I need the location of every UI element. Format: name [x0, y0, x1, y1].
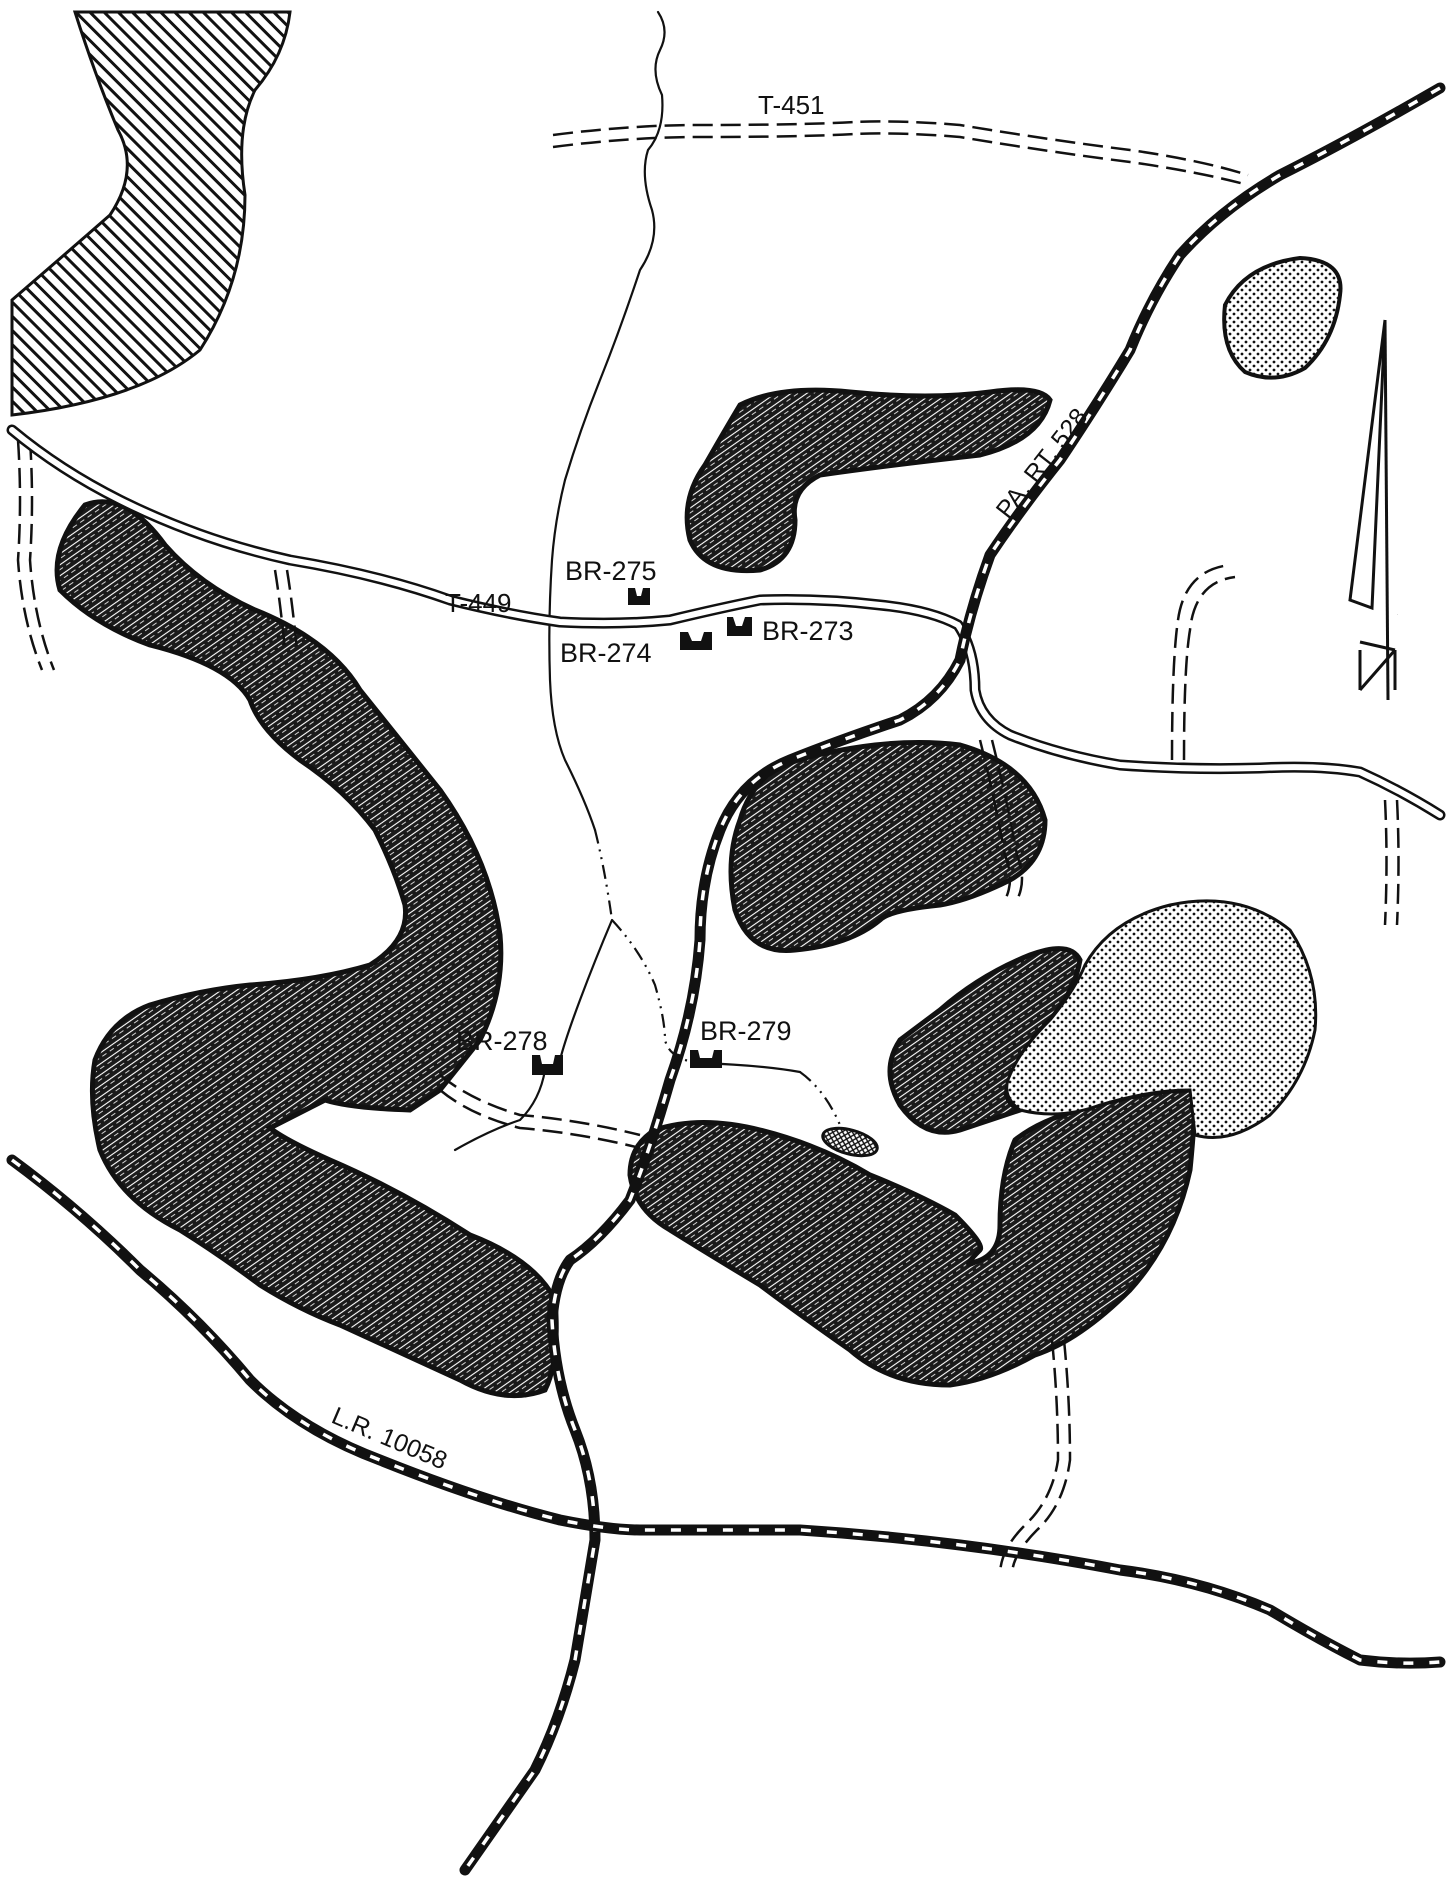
- trail-south-center: [439, 1074, 641, 1150]
- road-t451: [552, 120, 1249, 187]
- label-t449: T-449: [445, 588, 512, 618]
- stream-north: [548, 10, 666, 832]
- label-br278: BR-278: [456, 1026, 548, 1056]
- stream-east-branch-dashed: [799, 1071, 842, 1126]
- road-t449-inner: [9, 427, 1443, 818]
- label-t451: T-451: [758, 90, 825, 120]
- small-feature-southeast: [821, 1126, 879, 1158]
- site-marker-br273: [727, 617, 752, 636]
- label-br273: BR-273: [762, 616, 854, 646]
- stream-fork-southwest: [453, 1068, 547, 1152]
- stream-fork-west: [558, 918, 614, 1062]
- dark-zone-north-center: [684, 387, 1053, 574]
- road-lr10058: [6, 1154, 1446, 1669]
- site-marker-br275: [628, 588, 650, 605]
- dotted-zone-northeast: [1222, 255, 1343, 380]
- trail-west-2: [273, 569, 299, 651]
- trail-west: [16, 439, 56, 671]
- label-br275: BR-275: [565, 556, 657, 586]
- hatched-area-northwest: [10, 10, 292, 417]
- road-pa528: [459, 82, 1446, 1876]
- site-marker-br279: [690, 1050, 722, 1068]
- dark-zone-central-east: [728, 740, 1048, 953]
- trail-central: [978, 739, 1024, 901]
- north-label: N: [1397, 614, 1398, 616]
- label-br274: BR-274: [560, 638, 652, 668]
- trail-southeast: [998, 1339, 1072, 1576]
- trail-east-vertical: [1383, 799, 1400, 926]
- trail-east-curve: [1170, 563, 1236, 761]
- stream-intermittent: [593, 829, 614, 921]
- site-marker-br274: [680, 632, 712, 650]
- site-marker-br278: [532, 1055, 563, 1075]
- north-arrow: N: [1348, 319, 1398, 701]
- dotted-zone-east: [1005, 899, 1318, 1139]
- label-br279: BR-279: [700, 1016, 792, 1046]
- dark-zone-west: [54, 499, 559, 1399]
